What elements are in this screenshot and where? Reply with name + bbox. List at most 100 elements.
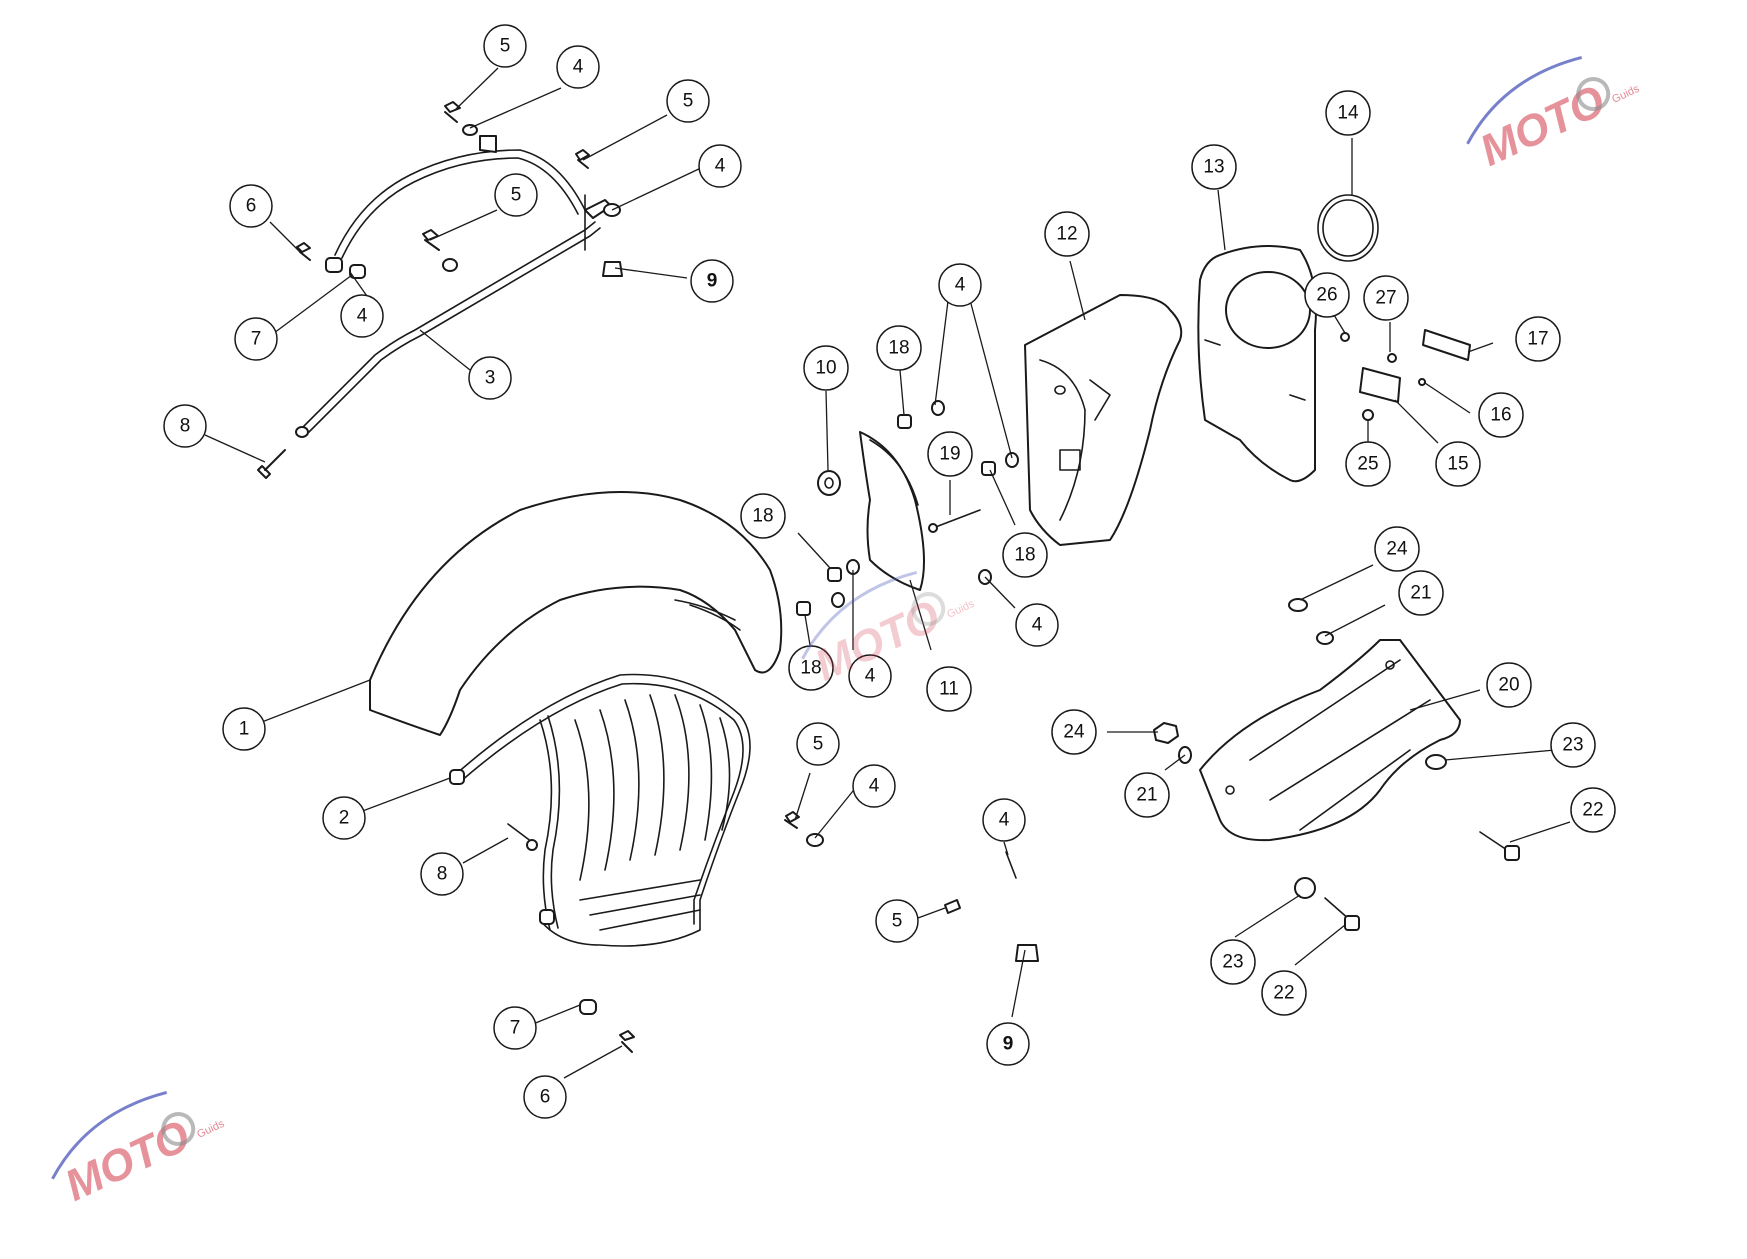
callout-22: 22 [1570,787,1616,833]
callout-4: 4 [852,764,896,808]
callout-23: 23 [1550,722,1596,768]
svg-text:12: 12 [1056,224,1077,245]
svg-text:4: 4 [357,306,368,327]
svg-text:9: 9 [707,271,718,292]
callout-4: 4 [340,294,384,338]
callout-3: 3 [468,356,512,400]
callout-25: 25 [1345,441,1391,487]
svg-text:24: 24 [1063,722,1085,743]
svg-text:MOTO: MOTO [1473,76,1613,176]
svg-text:4: 4 [573,57,584,78]
callout-6: 6 [229,184,273,228]
svg-text:22: 22 [1273,983,1294,1004]
callout-26: 26 [1304,272,1350,318]
svg-text:27: 27 [1375,288,1396,309]
svg-text:18: 18 [752,506,773,527]
callout-5: 5 [666,79,710,123]
part-14-o-ring [1317,194,1379,262]
callout-7: 7 [493,1006,537,1050]
callout-5: 5 [483,24,527,68]
callout-14: 14 [1325,90,1371,136]
callout-18: 18 [1002,532,1048,578]
svg-text:13: 13 [1203,157,1224,178]
svg-text:Guids: Guids [945,598,977,621]
callout-2: 2 [322,796,366,840]
callout-10: 10 [803,345,849,391]
callout-5: 5 [494,173,538,217]
callout-23: 23 [1210,939,1256,985]
callout-8: 8 [163,404,207,448]
callout-24: 24 [1051,709,1097,755]
svg-text:4: 4 [1032,615,1043,636]
svg-text:5: 5 [683,91,694,112]
svg-text:1: 1 [239,719,250,740]
callout-9: 9 [986,1022,1030,1066]
svg-text:21: 21 [1136,785,1157,806]
callout-4: 4 [982,798,1026,842]
part-12-headlight-housing [1024,294,1183,546]
part-15-bracket [1359,367,1401,403]
hardware-small-parts [257,101,1520,1053]
svg-text:20: 20 [1498,675,1519,696]
callout-19: 19 [927,431,973,477]
svg-text:Guids: Guids [195,1118,227,1141]
svg-text:4: 4 [955,275,966,296]
svg-text:7: 7 [510,1018,521,1039]
callouts: 1 2 3 4 4 4 4 4 4 4 4 5 5 5 5 5 6 6 7 7 … [163,24,1616,1119]
svg-text:23: 23 [1562,735,1583,756]
part-1-front-fender [369,491,783,736]
callout-18: 18 [876,325,922,371]
svg-text:21: 21 [1410,583,1431,604]
part-2-fender-guard-frame [449,673,751,947]
callout-13: 13 [1191,144,1237,190]
svg-text:4: 4 [869,776,880,797]
callout-18: 18 [740,493,786,539]
part-25-nut [1362,409,1374,421]
watermark-logo-bottom-left: MOTO Guids [51,1091,227,1211]
svg-text:7: 7 [251,329,262,350]
callout-11: 11 [926,666,972,712]
svg-text:9: 9 [1003,1034,1014,1055]
part-13-mounting-plate [1197,245,1317,483]
part-26-screw [1340,332,1350,342]
svg-text:16: 16 [1490,405,1511,426]
callout-7: 7 [234,317,278,361]
callout-20: 20 [1486,662,1532,708]
svg-text:MOTO: MOTO [58,1111,198,1211]
svg-text:18: 18 [800,658,821,679]
svg-text:14: 14 [1337,103,1359,124]
callout-4: 4 [938,263,982,307]
svg-text:6: 6 [246,196,257,217]
svg-text:6: 6 [540,1087,551,1108]
callout-18: 18 [788,645,834,691]
svg-text:8: 8 [180,416,191,437]
svg-text:18: 18 [888,338,909,359]
svg-text:19: 19 [939,444,960,465]
svg-text:5: 5 [500,36,511,57]
callout-21: 21 [1124,772,1170,818]
svg-text:18: 18 [1014,545,1035,566]
svg-text:11: 11 [939,679,959,700]
svg-text:5: 5 [813,734,824,755]
callout-4: 4 [1015,603,1059,647]
svg-text:4: 4 [715,156,726,177]
callout-4: 4 [698,144,742,188]
svg-text:26: 26 [1316,285,1337,306]
part-16-rivet [1418,378,1426,386]
svg-text:5: 5 [892,911,903,932]
callout-15: 15 [1435,441,1481,487]
callout-5: 5 [875,899,919,943]
callout-22: 22 [1261,970,1307,1016]
svg-text:2: 2 [339,808,350,829]
callout-1: 1 [222,707,266,751]
svg-text:4: 4 [865,666,876,687]
callout-24: 24 [1374,526,1420,572]
part-20-lower-shield [1199,639,1461,842]
part-3-upper-frame-rail [295,135,612,438]
svg-text:5: 5 [511,185,522,206]
callout-6: 6 [523,1075,567,1119]
leader-lines [204,67,1571,1079]
svg-text:4: 4 [999,810,1010,831]
svg-text:3: 3 [485,368,496,389]
